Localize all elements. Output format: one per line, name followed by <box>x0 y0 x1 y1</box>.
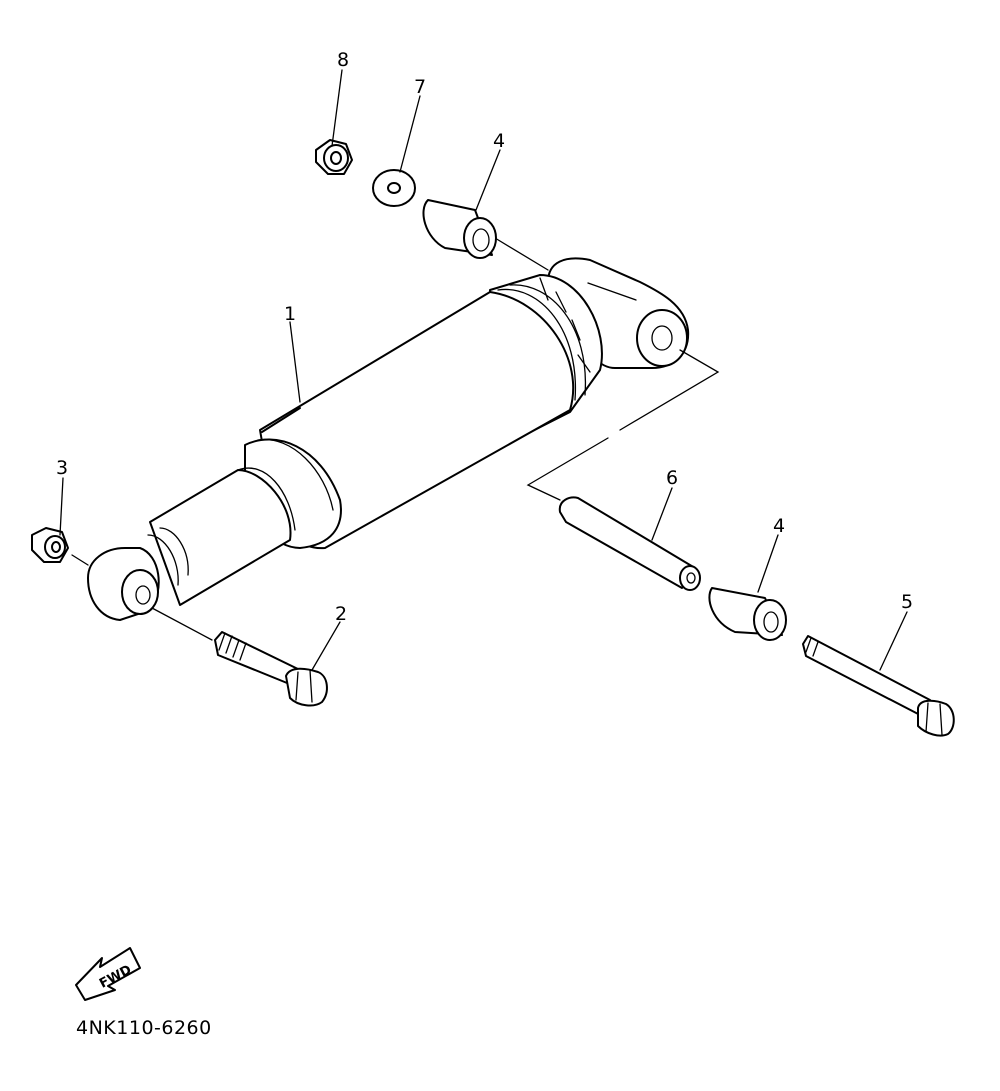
leader-lines <box>59 69 908 671</box>
callout-7: 7 <box>414 76 426 98</box>
callout-8: 8 <box>337 49 349 71</box>
bolt-part-2 <box>214 631 328 707</box>
callout-6: 6 <box>666 467 678 489</box>
collar-part-4-lower <box>708 587 787 641</box>
drawing-code: 4NK110-6260 <box>76 1017 212 1039</box>
callout-1: 1 <box>284 303 296 325</box>
nut-part-8 <box>315 139 353 175</box>
callout-4-lower: 4 <box>773 515 785 537</box>
collar-part-4-upper <box>422 199 497 259</box>
assembly-guide-lines <box>71 237 720 641</box>
callout-numbers: 8 7 4 1 3 2 6 4 5 <box>56 49 913 625</box>
callout-5: 5 <box>901 591 913 613</box>
callout-4-upper: 4 <box>493 130 505 152</box>
callout-3: 3 <box>56 457 68 479</box>
shock-absorber-part-1 <box>87 257 690 621</box>
sleeve-part-6 <box>558 496 701 591</box>
washer-part-7 <box>372 169 416 207</box>
bolt-part-5 <box>802 635 955 737</box>
fwd-arrow-icon: FWD <box>75 947 141 1001</box>
callout-2: 2 <box>335 603 347 625</box>
nut-part-3 <box>31 527 69 563</box>
